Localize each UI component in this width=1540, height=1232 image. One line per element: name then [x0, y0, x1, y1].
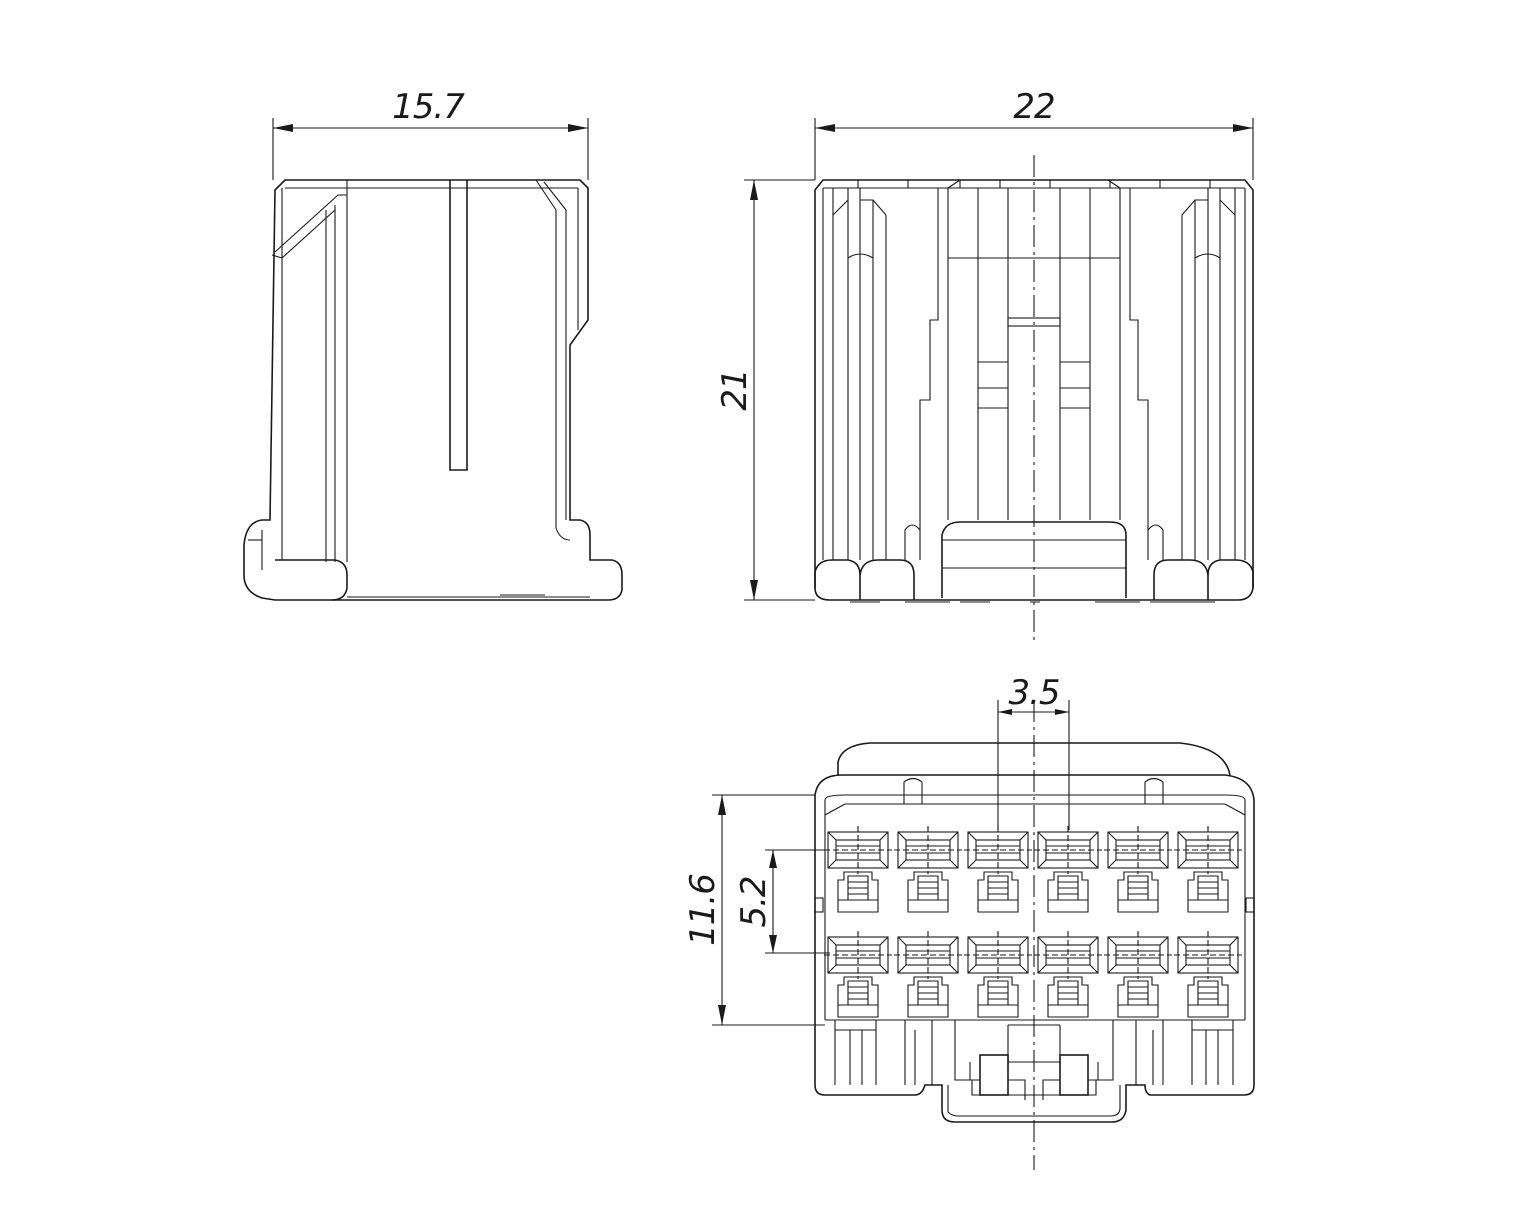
cavity-grid [824, 826, 1242, 1018]
front-view [814, 179, 1254, 603]
cavity-lance-ribs [987, 980, 1009, 1006]
cavity-center-mark [1174, 931, 1242, 979]
cavity-lance-ribs [987, 875, 1009, 901]
cavity-lance [1117, 976, 1159, 1018]
cavity-lance [1047, 871, 1089, 913]
dimension-front-height: 21 [715, 179, 815, 601]
cavity-lance-ribs [1197, 980, 1219, 1006]
cavity-center-mark [1034, 826, 1102, 874]
dimension-pitch-horizontal-label: 3.5 [1008, 673, 1059, 713]
dimension-pitch-vertical: 5.2 [734, 849, 830, 954]
cavity-lance [907, 976, 949, 1018]
dimension-side-width: 15.7 [272, 87, 589, 180]
cavity-bevel [1037, 831, 1099, 869]
side-view [243, 179, 623, 601]
cavity-lance [837, 871, 879, 913]
dimension-side-width-label: 15.7 [392, 87, 465, 127]
cavity-lance-ribs [1057, 875, 1079, 901]
cavity-lance-ribs [1197, 875, 1219, 901]
cavity-bevel [967, 831, 1029, 869]
cavity-bevel [827, 936, 889, 974]
cavity-lance [1117, 871, 1159, 913]
cavity-lance [1187, 976, 1229, 1018]
cavity-lance-ribs [1127, 875, 1149, 901]
cavity-lance-ribs [847, 980, 869, 1006]
cavity-lance [977, 976, 1019, 1018]
cavity-center-mark [964, 826, 1032, 874]
cavity-bevel [1177, 831, 1239, 869]
cavity-bevel [1177, 936, 1239, 974]
cavity-bevel [897, 936, 959, 974]
mating-face-view [814, 742, 1255, 1123]
dimension-pitch-vertical-label: 5.2 [734, 876, 774, 927]
cavity-center-mark [894, 931, 962, 979]
cavity-center-mark [894, 826, 962, 874]
cavity-bevel [827, 831, 889, 869]
dimension-front-width-label: 22 [1013, 87, 1054, 127]
cavity-center-mark [824, 931, 892, 979]
dimension-face-height-label: 11.6 [683, 874, 723, 946]
cavity-lance [837, 976, 879, 1018]
cavity-lance-ribs [1127, 980, 1149, 1006]
cavity-lance-ribs [917, 980, 939, 1006]
cavity-center-mark [964, 931, 1032, 979]
cavity-center-mark [1034, 931, 1102, 979]
cavity-bevel [897, 831, 959, 869]
cavity-bevel [1037, 936, 1099, 974]
dimension-front-height-label: 21 [715, 369, 755, 410]
cavity-lance [1047, 976, 1089, 1018]
dimension-front-width: 22 [814, 87, 1254, 180]
cavity-bevel [1107, 831, 1169, 869]
cavity-lance-ribs [1057, 980, 1079, 1006]
dimension-pitch-horizontal: 3.5 [997, 673, 1070, 830]
cavity-lance-ribs [847, 875, 869, 901]
cavity-center-mark [1174, 826, 1242, 874]
cavity-bevel [1107, 936, 1169, 974]
cavity-center-mark [824, 826, 892, 874]
cavity-lance [977, 871, 1019, 913]
dimension-face-height: 11.6 [683, 794, 825, 1026]
cavity-lance [1187, 871, 1229, 913]
cavity-lance-ribs [917, 875, 939, 901]
cavity-bevel [967, 936, 1029, 974]
cavity-lance [907, 871, 949, 913]
cavity-center-mark [1104, 931, 1172, 979]
cavity-center-mark [1104, 826, 1172, 874]
